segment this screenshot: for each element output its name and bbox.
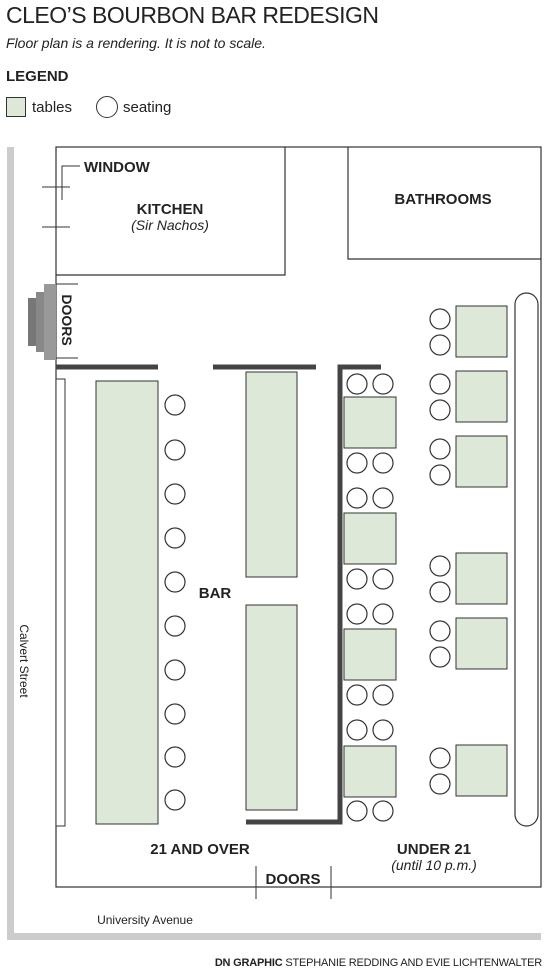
- bottom-doors-label: DOORS: [265, 871, 320, 888]
- legend-tables-label: tables: [32, 98, 73, 116]
- right-table-5: [455, 617, 508, 670]
- bar-stool-3: [164, 483, 186, 505]
- legend-tables: tables: [6, 95, 72, 119]
- bar-stool-1: [164, 394, 186, 416]
- kitchen-label: KITCHEN: [137, 201, 204, 218]
- bar-stool-4: [164, 527, 186, 549]
- seat: [372, 487, 394, 509]
- seat-circle-icon: [96, 96, 118, 118]
- credit-names: STEPHANIE REDDING AND EVIE LICHTENWALTER: [285, 957, 542, 969]
- legend-seating-label: seating: [123, 98, 172, 116]
- under-21-label: UNDER 21: [397, 841, 471, 858]
- seat: [429, 464, 451, 486]
- seat: [346, 800, 368, 822]
- center-table-upper: [245, 371, 298, 578]
- bar-stool-8: [164, 703, 186, 725]
- bar-stool-10: [164, 789, 186, 811]
- right-table-1: [455, 305, 508, 358]
- bar-counter: [95, 380, 159, 825]
- calvert-street-strip: [7, 147, 14, 940]
- graphic-credit: DN GRAPHIC STEPHANIE REDDING AND EVIE LI…: [215, 957, 542, 969]
- partition-wall-under21: [246, 364, 381, 825]
- right-table-seats: [429, 308, 451, 795]
- right-table-4: [455, 552, 508, 605]
- university-avenue-strip: [7, 933, 541, 940]
- under21-table-3: [343, 628, 397, 681]
- seat: [429, 747, 451, 769]
- kitchen-sublabel: (Sir Nachos): [131, 217, 209, 233]
- calvert-street-label: Calvert Street: [17, 624, 31, 698]
- university-avenue-label: University Avenue: [97, 913, 193, 927]
- seat: [372, 568, 394, 590]
- right-table-6: [455, 744, 508, 797]
- seat: [429, 399, 451, 421]
- wall-counter: [55, 378, 66, 827]
- side-doors-label: DOORS: [59, 294, 75, 345]
- seat: [429, 373, 451, 395]
- seat: [429, 438, 451, 460]
- side-door-step-inner: [44, 284, 56, 360]
- over-21-label: 21 AND OVER: [150, 841, 250, 858]
- window-label: WINDOW: [84, 159, 151, 176]
- page-title: CLEO’S BOURBON BAR REDESIGN: [6, 2, 379, 28]
- page-subtitle: Floor plan is a rendering. It is not to …: [6, 35, 266, 51]
- center-table-lower: [245, 604, 298, 811]
- seat: [372, 800, 394, 822]
- seat: [372, 603, 394, 625]
- right-table-3: [455, 435, 508, 488]
- under21-table-1: [343, 396, 397, 449]
- kitchen-wall: [56, 147, 286, 276]
- under21-table-2: [343, 512, 397, 565]
- seat: [372, 452, 394, 474]
- seat: [429, 620, 451, 642]
- bathrooms-wall: [347, 147, 541, 260]
- bar-label: BAR: [199, 585, 232, 602]
- seat: [346, 603, 368, 625]
- seat: [346, 452, 368, 474]
- seat: [429, 308, 451, 330]
- seat: [346, 487, 368, 509]
- bar-stool-6: [164, 615, 186, 637]
- bathrooms-label: BATHROOMS: [394, 191, 491, 208]
- legend-title: LEGEND: [6, 68, 69, 85]
- under21-seats: [346, 373, 394, 822]
- credit-prefix: DN GRAPHIC: [214, 957, 283, 969]
- seat: [372, 373, 394, 395]
- bar-stools: [164, 394, 186, 811]
- seat: [346, 684, 368, 706]
- legend-seating: seating: [96, 95, 171, 119]
- bar-stool-7: [164, 659, 186, 681]
- window-pointer: [61, 165, 80, 200]
- seat: [346, 568, 368, 590]
- under-21-sublabel: (until 10 p.m.): [391, 857, 477, 873]
- seat: [429, 773, 451, 795]
- seat: [372, 719, 394, 741]
- wall-bench: [514, 292, 539, 827]
- bar-stool-5: [164, 571, 186, 593]
- seat: [429, 555, 451, 577]
- bar-stool-9: [164, 746, 186, 768]
- right-table-2: [455, 370, 508, 423]
- seat: [429, 646, 451, 668]
- seat: [346, 373, 368, 395]
- seat: [346, 719, 368, 741]
- seat: [429, 581, 451, 603]
- table-swatch-icon: [6, 97, 26, 117]
- seat: [429, 334, 451, 356]
- under21-table-4: [343, 745, 397, 798]
- seat: [372, 684, 394, 706]
- bar-stool-2: [164, 439, 186, 461]
